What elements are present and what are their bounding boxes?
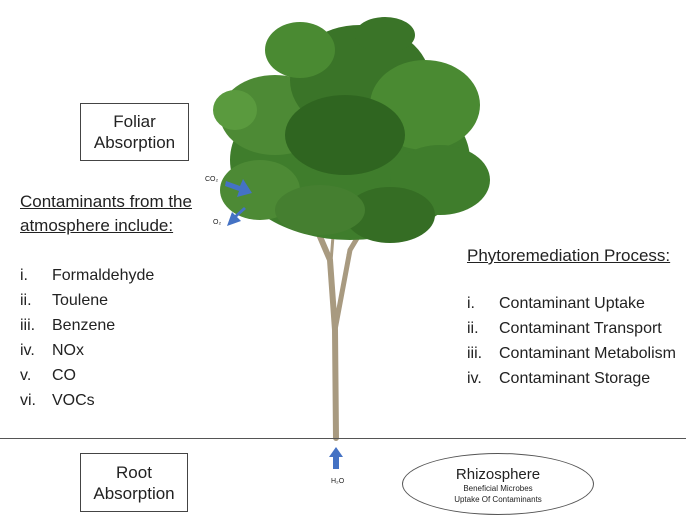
list-item: iv.NOx: [20, 338, 154, 363]
process-heading: Phytoremediation Process:: [467, 244, 670, 267]
list-label: Contaminant Storage: [499, 370, 650, 387]
list-item: ii.Toulene: [20, 288, 154, 313]
rhizosphere-line1: Beneficial Microbes: [403, 483, 593, 494]
o2-label: O₂: [213, 219, 221, 226]
rhizosphere-ellipse: Rhizosphere Beneficial Microbes Uptake O…: [402, 453, 594, 515]
rhizosphere-title: Rhizosphere: [403, 466, 593, 483]
list-label: NOx: [52, 342, 84, 359]
contaminants-heading: Contaminants from the atmosphere include…: [20, 190, 192, 237]
list-item: iii.Benzene: [20, 313, 154, 338]
rhizosphere-line2: Uptake Of Contaminants: [403, 494, 593, 505]
list-item: vi.VOCs: [20, 388, 154, 413]
list-label: Contaminant Transport: [499, 320, 662, 337]
list-number: v.: [20, 363, 52, 388]
list-number: iii.: [20, 313, 52, 338]
h2o-arrow: [329, 447, 343, 469]
co2-label: CO₂: [205, 176, 218, 183]
list-label: Contaminant Metabolism: [499, 345, 676, 362]
list-label: CO: [52, 367, 76, 384]
list-item: v.CO: [20, 363, 154, 388]
list-label: VOCs: [52, 392, 95, 409]
list-item: i.Formaldehyde: [20, 263, 154, 288]
root-line1: Root: [81, 462, 187, 483]
foliar-line1: Foliar: [81, 111, 188, 132]
list-number: ii.: [20, 288, 52, 313]
contaminants-heading-line1: Contaminants from the: [20, 190, 192, 213]
process-list: i.Contaminant Uptake ii.Contaminant Tran…: [467, 291, 676, 391]
contaminants-heading-line2: atmosphere include:: [20, 214, 192, 237]
list-item: ii.Contaminant Transport: [467, 316, 676, 341]
h2o-label: H₂O: [331, 478, 344, 485]
ground-line: [0, 438, 686, 439]
contaminants-list: i.Formaldehyde ii.Toulene iii.Benzene iv…: [20, 263, 154, 413]
list-number: iv.: [20, 338, 52, 363]
list-item: iv.Contaminant Storage: [467, 366, 676, 391]
list-number: i.: [467, 291, 499, 316]
root-absorption-box: Root Absorption: [80, 453, 188, 512]
list-label: Contaminant Uptake: [499, 295, 645, 312]
list-number: ii.: [467, 316, 499, 341]
tree-foliage: [213, 17, 490, 243]
list-number: iv.: [467, 366, 499, 391]
foliar-absorption-box: Foliar Absorption: [80, 103, 189, 161]
list-number: iii.: [467, 341, 499, 366]
list-label: Benzene: [52, 317, 115, 334]
root-line2: Absorption: [81, 483, 187, 504]
list-label: Formaldehyde: [52, 267, 154, 284]
list-number: vi.: [20, 388, 52, 413]
list-item: iii.Contaminant Metabolism: [467, 341, 676, 366]
foliar-line2: Absorption: [81, 132, 188, 153]
list-item: i.Contaminant Uptake: [467, 291, 676, 316]
list-label: Toulene: [52, 292, 108, 309]
list-number: i.: [20, 263, 52, 288]
